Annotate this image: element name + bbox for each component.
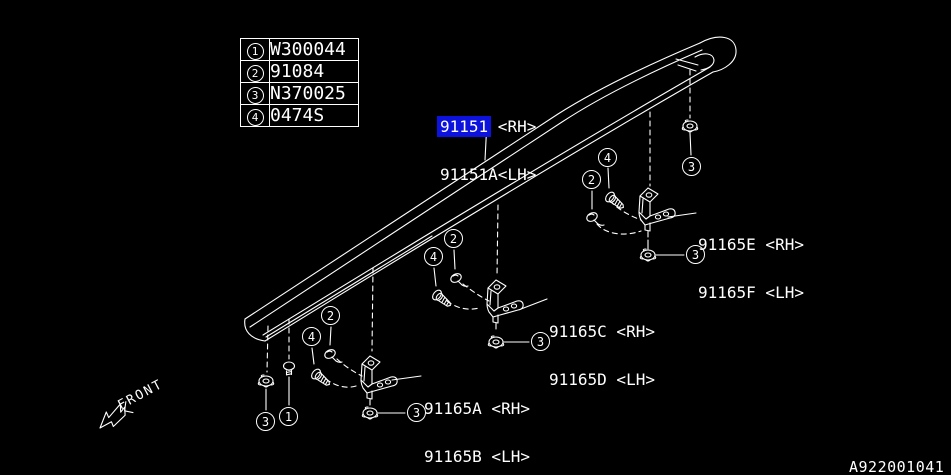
- label-bracket-center[interactable]: 91165C <RH> 91165D <LH>: [549, 292, 655, 420]
- ref-badge-4: 4: [246, 108, 264, 126]
- ref-badge-1: 1: [246, 42, 264, 60]
- diagram-id: A922001041: [849, 458, 945, 475]
- part-number-cell: N370025: [269, 82, 359, 105]
- label-bracket-front[interactable]: 91165A <RH> 91165B <LH>: [424, 369, 530, 475]
- label-bracket-front-lh[interactable]: 91165B <LH>: [424, 447, 530, 466]
- callout-badge: 3: [256, 412, 275, 431]
- legend-row-1: 1 W300044: [240, 38, 359, 61]
- part-number-cell: W300044: [269, 38, 359, 61]
- callout-badge: 2: [582, 170, 601, 189]
- callout-badge: 3: [686, 245, 705, 264]
- bracket-front-drawing: [360, 355, 398, 406]
- label-bracket-center-rh[interactable]: 91165C <RH>: [549, 322, 655, 341]
- ref-badge-2: 2: [246, 64, 264, 82]
- callout-badge: 3: [682, 157, 701, 176]
- label-bracket-center-lh[interactable]: 91165D <LH>: [549, 370, 655, 389]
- roof-rail-drawing: [244, 36, 737, 342]
- label-rail[interactable]: 91151 <RH> 91151A<LH>: [437, 87, 537, 215]
- label-bracket-rear-lh[interactable]: 91165F <LH>: [698, 283, 804, 302]
- callout-badge: 4: [598, 148, 617, 167]
- label-bracket-front-rh[interactable]: 91165A <RH>: [424, 399, 530, 418]
- label-rail-rh[interactable]: 91151 <RH>: [437, 116, 537, 137]
- front-arrow-icon: [99, 401, 134, 429]
- callout-badge: 4: [302, 327, 321, 346]
- part-number-cell: 0474S: [269, 104, 359, 127]
- part-number-cell: 91084: [269, 60, 359, 83]
- legend-row-4: 4 0474S: [240, 104, 359, 127]
- bracket-rear-drawing: [638, 187, 676, 238]
- callout-badge: 4: [424, 247, 443, 266]
- callout-badge: 3: [531, 332, 550, 351]
- label-rail-rh-variant: <RH>: [488, 117, 537, 136]
- label-bracket-rear-rh[interactable]: 91165E <RH>: [698, 235, 804, 254]
- ref-badge-3: 3: [246, 86, 264, 104]
- label-bracket-rear[interactable]: 91165E <RH> 91165F <LH>: [698, 205, 804, 333]
- parts-legend-table: 1 W300044 2 91084 3 N370025 4 0474S: [240, 38, 359, 127]
- selected-part-highlight[interactable]: 91151: [437, 116, 492, 137]
- legend-row-2: 2 91084: [240, 60, 359, 83]
- bolt-icon: [282, 361, 296, 376]
- label-rail-lh[interactable]: 91151A<LH>: [440, 165, 537, 184]
- bracket-center-drawing: [486, 279, 524, 330]
- callout-badge: 2: [444, 229, 463, 248]
- callout-badge: 1: [279, 407, 298, 426]
- legend-row-3: 3 N370025: [240, 82, 359, 105]
- callout-badge: 3: [407, 403, 426, 422]
- callout-badge: 2: [321, 306, 340, 325]
